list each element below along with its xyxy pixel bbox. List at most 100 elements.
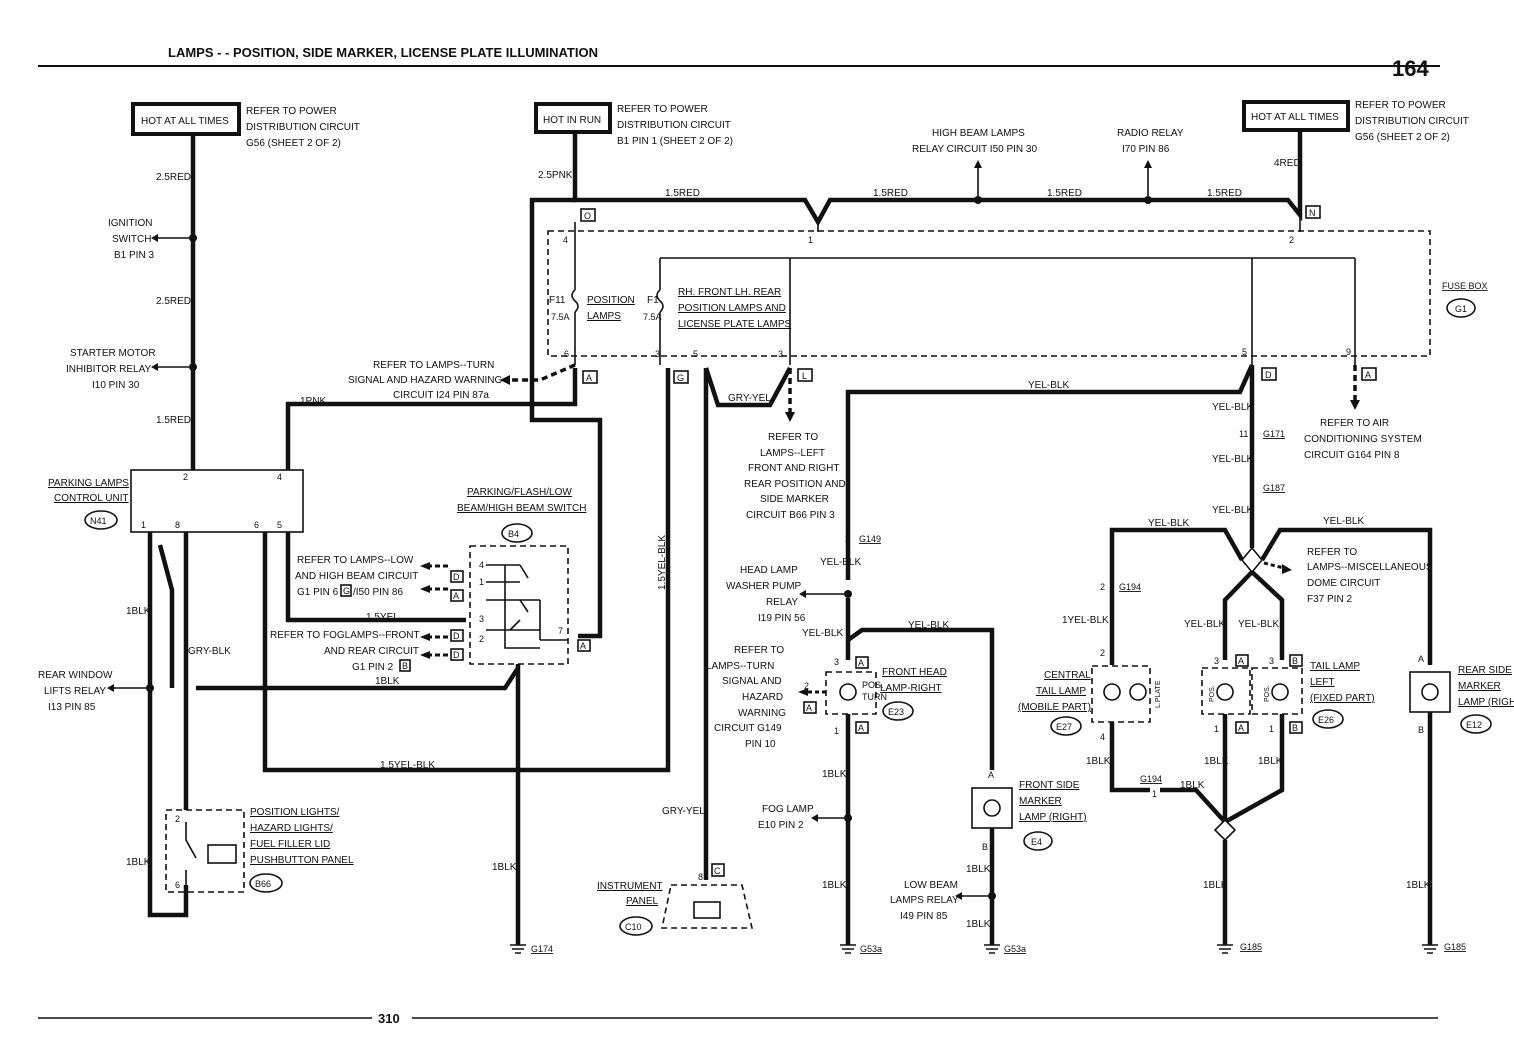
wire-label-25red-a: 2.5RED xyxy=(156,172,191,183)
wire-n41-pin5-b4 xyxy=(285,532,466,623)
left-front-ref-4: REAR POSITION AND xyxy=(744,479,846,490)
foglamp-ref-2: AND REAR CIRCUIT xyxy=(324,646,419,657)
e26-conn-b2-label: B xyxy=(1292,723,1298,733)
ground-g174-symbol xyxy=(510,944,526,954)
turn-hazard-ref-5: WARNING xyxy=(738,708,786,719)
splice-g149: G149 xyxy=(859,534,881,544)
e4-bulb xyxy=(983,799,1001,817)
fb-pin-6: 6 xyxy=(564,349,569,359)
e26-pos-1: POS. xyxy=(1209,685,1216,702)
e26-conn-a2-label: A xyxy=(1238,723,1244,733)
splice-g171: G171 xyxy=(1263,429,1285,439)
power-ref-run-1: REFER TO POWER xyxy=(617,104,708,115)
instrument-panel-lamp xyxy=(693,901,721,919)
ac-ref-2: CONDITIONING SYSTEM xyxy=(1304,434,1422,445)
connector-c-label: C xyxy=(714,866,721,876)
e27-id: E27 xyxy=(1056,722,1072,732)
f1-fuse xyxy=(656,289,664,313)
wire-label-1blk-e27: 1BLK xyxy=(1086,756,1111,767)
b4-switch-outline xyxy=(469,545,569,665)
e27-label-2: TAIL LAMP xyxy=(1036,686,1086,697)
power-ref-run-2: DISTRIBUTION CIRCUIT xyxy=(617,120,731,131)
e23-conn-a3-label: A xyxy=(858,723,864,733)
connector-l xyxy=(797,368,813,382)
e23-label-1: FRONT HEAD xyxy=(882,667,947,678)
wire-n41-pin1-ground xyxy=(147,532,189,918)
b4-pin-1: 1 xyxy=(479,577,484,587)
wire-label-yel-blk-f: YEL-BLK xyxy=(1238,619,1279,630)
wire-label-4red: 4RED xyxy=(1274,158,1301,169)
connector-d3 xyxy=(450,648,464,661)
e23-pin-1: 1 xyxy=(834,726,839,736)
fb-pin-5: 5 xyxy=(693,349,698,359)
connector-a3-label: A xyxy=(453,591,459,601)
left-front-ref-5: SIDE MARKER xyxy=(760,494,829,505)
fb-pin-5r: 5 xyxy=(1242,347,1247,357)
wire-label-yel-blk-l: YEL-BLK xyxy=(820,557,861,568)
e23-turn-arrowhead xyxy=(798,688,808,696)
e26-conn-a2 xyxy=(1235,721,1249,734)
e23-id-badge xyxy=(882,701,914,721)
n41-pin-1: 1 xyxy=(141,520,146,530)
high-beam-arrowhead xyxy=(974,160,982,168)
connector-d3-label: D xyxy=(453,650,460,660)
rear-window-ref-2: LIFTS RELAY xyxy=(44,686,106,697)
foglamp-ref-1: REFER TO FOGLAMPS--FRONT xyxy=(270,630,420,641)
wire-label-yel-blk-r1: YEL-BLK xyxy=(802,628,843,639)
c10-pin-8: 8 xyxy=(698,872,703,882)
power-ref-left-3: G56 (SHEET 2 OF 2) xyxy=(246,138,341,149)
low-high-ref-3: G1 PIN 6 xyxy=(297,587,339,598)
rear-window-ref-3: I13 PIN 85 xyxy=(48,702,96,713)
fuse-box-outline xyxy=(547,230,1431,357)
head-washer-ref-1: HEAD LAMP xyxy=(740,565,798,576)
wire-label-25red-b: 2.5RED xyxy=(156,296,191,307)
wire-label-1blk-e26a: 1BLK xyxy=(1204,756,1229,767)
wire-label-yel-blk-a: YEL-BLK xyxy=(1212,454,1253,465)
e12-label-1: REAR SIDE xyxy=(1458,665,1512,676)
fuse-box-id-badge xyxy=(1446,298,1476,318)
wire-pnk-loop xyxy=(529,197,603,639)
wire-label-yel-blk-r2: YEL-BLK xyxy=(908,620,949,631)
b66-label-1: POSITION LIGHTS/ xyxy=(250,807,340,818)
fb-pin-9: 9 xyxy=(1346,347,1351,357)
wire-label-1blk-g174: 1BLK xyxy=(492,862,517,873)
turn-ref-dashed xyxy=(508,363,576,382)
splice-diamond-top xyxy=(1240,546,1264,574)
foglamp-b-box xyxy=(399,659,411,672)
turn-hazard-ref-3: SIGNAL AND xyxy=(722,676,782,687)
e26-outline-2 xyxy=(1251,667,1303,715)
dome-ref-arrowhead xyxy=(1282,564,1292,574)
e4-label-2: MARKER xyxy=(1019,796,1062,807)
e26-pin-3b: 3 xyxy=(1269,656,1274,666)
connector-d xyxy=(1261,367,1277,381)
connector-a2-label: A xyxy=(1365,370,1371,380)
e26-label-1: TAIL LAMP xyxy=(1310,661,1360,672)
fog-lamp-ref-2: E10 PIN 2 xyxy=(758,820,804,831)
power-ref-right-3: G56 (SHEET 2 OF 2) xyxy=(1355,132,1450,143)
power-ref-right-1: REFER TO POWER xyxy=(1355,100,1446,111)
e26-label-3: (FIXED PART) xyxy=(1310,693,1375,704)
n41-id: N41 xyxy=(90,516,107,526)
b66-label-2: HAZARD LIGHTS/ xyxy=(250,823,333,834)
f11-amp: 7.5A xyxy=(551,312,570,322)
ground-g53a-2: G53a xyxy=(1004,944,1026,954)
c10-id: C10 xyxy=(625,922,642,932)
b4-pin-3: 3 xyxy=(479,614,484,624)
turn-ref-arrowhead xyxy=(500,375,510,385)
e23-bulb xyxy=(839,683,857,701)
e12-id: E12 xyxy=(1466,720,1482,730)
left-front-ref-1: REFER TO xyxy=(768,432,818,443)
hot-at-all-times-left: HOT AT ALL TIMES xyxy=(141,116,229,127)
f1-amp: 7.5A xyxy=(643,312,662,322)
wire-1blk-g194 xyxy=(1160,787,1227,824)
fog-lamp-ref-1: FOG LAMP xyxy=(762,804,814,815)
n41-pin-2: 2 xyxy=(183,472,188,482)
wire-label-yel-blk-d: YEL-BLK xyxy=(1323,516,1364,527)
fuse-box-id: G1 xyxy=(1455,304,1467,314)
e4-id: E4 xyxy=(1031,837,1042,847)
n41-pin-5: 5 xyxy=(277,520,282,530)
c10-id-badge xyxy=(619,916,653,936)
page-title: LAMPS - - POSITION, SIDE MARKER, LICENSE… xyxy=(168,45,598,60)
f1-desc-2: POSITION LAMPS AND xyxy=(678,303,786,314)
connector-g-label: G xyxy=(677,373,684,383)
